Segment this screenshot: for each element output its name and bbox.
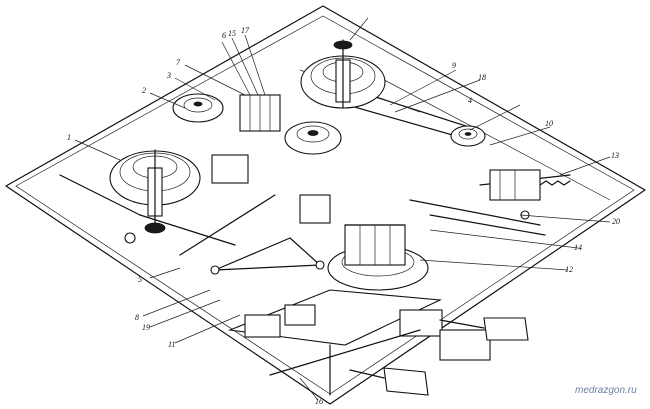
callout-9: 9 — [452, 61, 456, 70]
upper-left-pulley — [172, 93, 224, 123]
callout-15: 15 — [228, 29, 236, 38]
watermark: medrazgon.ru — [575, 385, 637, 396]
callout-14: 14 — [574, 243, 582, 252]
callout-11: 11 — [168, 340, 175, 349]
callout-16: 16 — [315, 397, 323, 406]
callout-13: 13 — [611, 151, 619, 160]
callout-12: 12 — [565, 265, 573, 274]
callout-3: 3 — [166, 71, 171, 80]
callout-2: 2 — [142, 86, 146, 95]
callout-18: 18 — [478, 73, 486, 82]
callout-20: 20 — [612, 217, 620, 226]
control-panel — [227, 289, 491, 396]
callout-1: 1 — [67, 133, 71, 142]
right-bracket — [489, 169, 571, 201]
handles — [349, 317, 529, 396]
callout-17: 17 — [241, 26, 250, 35]
right-reel — [300, 39, 386, 109]
callout-4: 4 — [468, 96, 472, 105]
callout-leaders — [74, 17, 611, 401]
callout-7: 7 — [176, 58, 181, 67]
base-plate — [5, 5, 646, 405]
linkage-arms — [59, 174, 571, 275]
callout-10: 10 — [545, 119, 553, 128]
center-pulley — [284, 121, 342, 155]
flywheel — [450, 125, 486, 147]
callout-6: 6 — [222, 31, 226, 40]
callout-5: 5 — [138, 275, 142, 284]
head-block — [211, 94, 331, 224]
callout-19: 19 — [142, 323, 150, 332]
callout-8: 8 — [135, 313, 139, 322]
left-reel — [109, 149, 201, 234]
capstan-motor — [327, 224, 429, 291]
callout-labels: 1 2 3 4 5 6 7 8 9 10 11 12 13 14 15 16 1… — [67, 26, 620, 406]
